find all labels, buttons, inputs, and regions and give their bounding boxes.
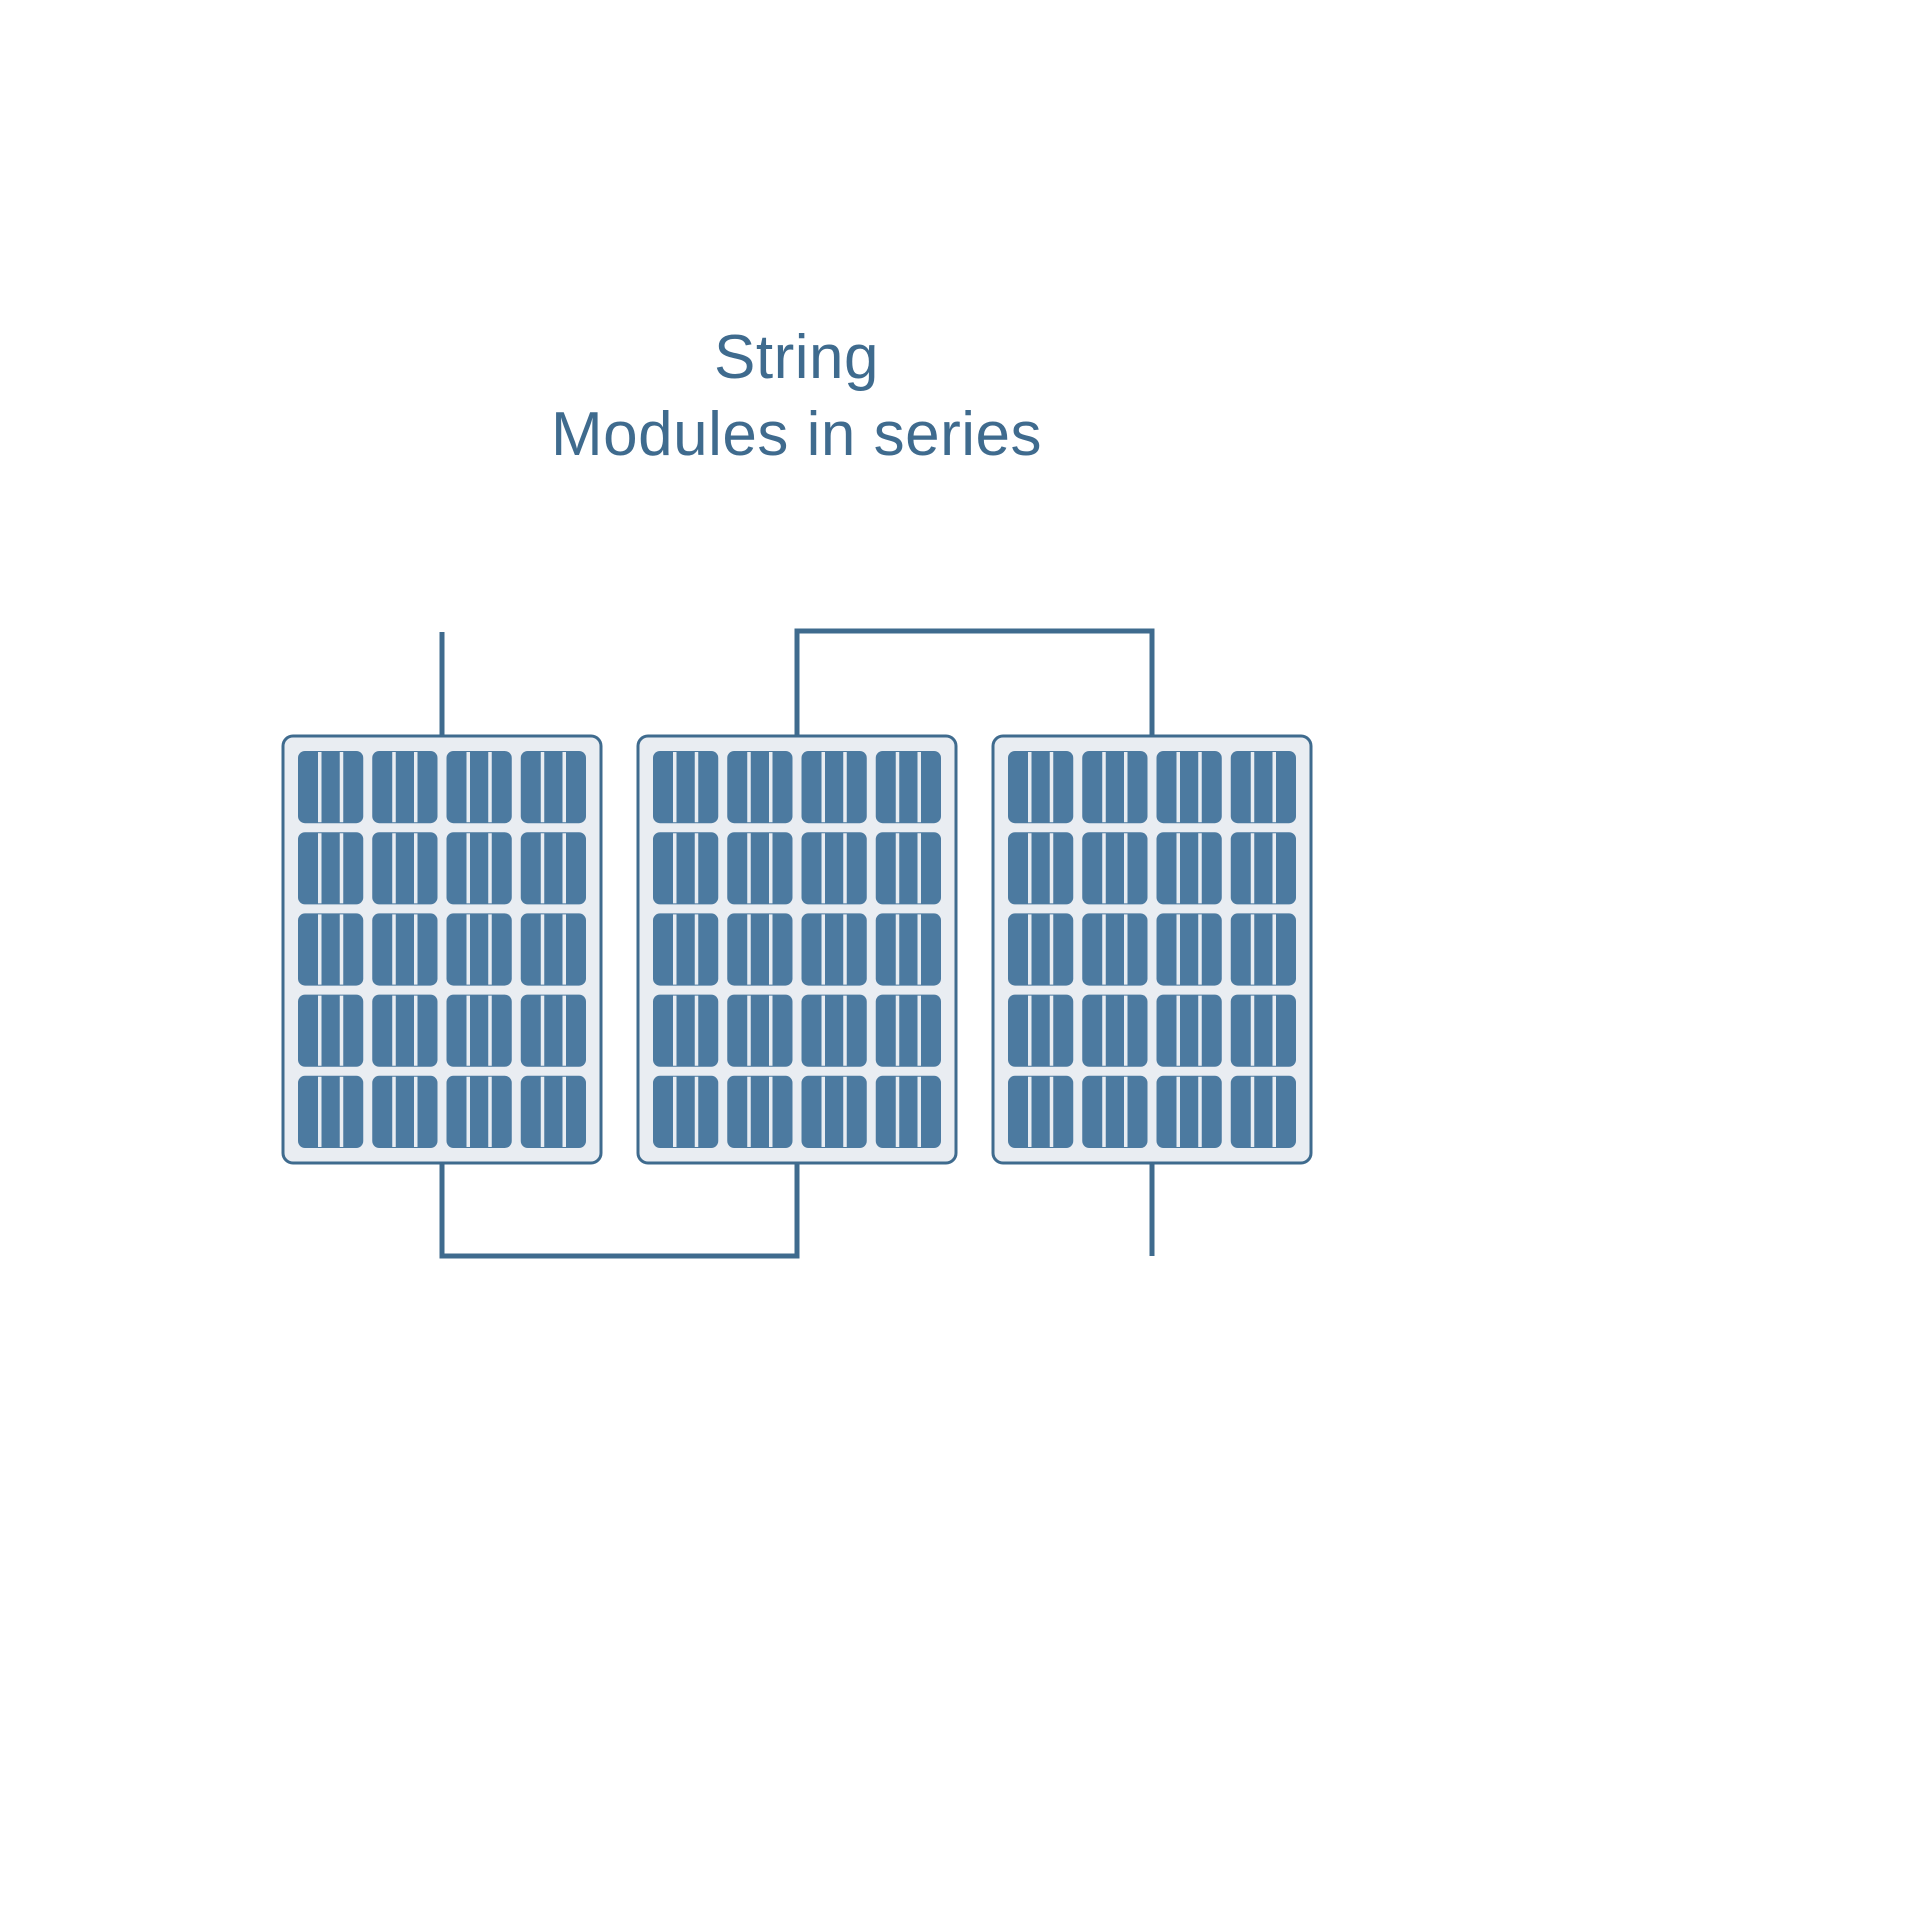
pv-cell bbox=[372, 994, 438, 1067]
pv-cell bbox=[372, 832, 438, 905]
pv-cell bbox=[801, 832, 867, 905]
pv-cell bbox=[727, 913, 793, 986]
pv-cell bbox=[1156, 994, 1222, 1067]
pv-cell bbox=[446, 913, 512, 986]
pv-cell bbox=[653, 832, 719, 905]
pv-cell bbox=[1156, 832, 1222, 905]
pv-cell bbox=[653, 994, 719, 1067]
pv-cell bbox=[875, 832, 941, 905]
pv-cell bbox=[1156, 1075, 1222, 1148]
pv-cell bbox=[1082, 913, 1148, 986]
pv-cell bbox=[298, 913, 364, 986]
pv-cell bbox=[446, 1075, 512, 1148]
pv-cell bbox=[727, 751, 793, 824]
pv-cell bbox=[298, 1075, 364, 1148]
wire-series-link-top bbox=[794, 628, 1155, 740]
pv-cell bbox=[875, 913, 941, 986]
pv-cell bbox=[372, 751, 438, 824]
pv-cell bbox=[520, 832, 586, 905]
wire-series-link-bottom bbox=[439, 1160, 800, 1259]
pv-cell bbox=[727, 832, 793, 905]
pv-cell bbox=[1230, 913, 1296, 986]
diagram-title-line-2: Modules in series bbox=[551, 399, 1042, 469]
pv-cell bbox=[372, 1075, 438, 1148]
pv-cell bbox=[1156, 913, 1222, 986]
pv-cell bbox=[1082, 994, 1148, 1067]
pv-cell bbox=[298, 832, 364, 905]
pv-cell bbox=[1008, 994, 1074, 1067]
pv-cell bbox=[1008, 832, 1074, 905]
pv-cell bbox=[1008, 1075, 1074, 1148]
pv-cell bbox=[875, 1075, 941, 1148]
pv-cell bbox=[372, 913, 438, 986]
pv-cell bbox=[801, 913, 867, 986]
pv-cell bbox=[1230, 994, 1296, 1067]
pv-cell bbox=[298, 751, 364, 824]
pv-cell bbox=[727, 994, 793, 1067]
pv-cell bbox=[1156, 751, 1222, 824]
pv-cell bbox=[446, 751, 512, 824]
diagram-title-line-1: String bbox=[714, 323, 879, 392]
pv-cell bbox=[446, 832, 512, 905]
pv-cell bbox=[653, 1075, 719, 1148]
pv-cell bbox=[801, 994, 867, 1067]
pv-cell bbox=[520, 913, 586, 986]
pv-cell bbox=[298, 994, 364, 1067]
solar-module-2 bbox=[636, 734, 958, 1165]
diagram-title: String Modules in series bbox=[0, 320, 1593, 474]
pv-cell bbox=[653, 751, 719, 824]
pv-cell bbox=[1230, 832, 1296, 905]
pv-cell bbox=[801, 751, 867, 824]
solar-module-3 bbox=[991, 734, 1313, 1165]
solar-module-1 bbox=[281, 734, 603, 1165]
pv-cell bbox=[520, 1075, 586, 1148]
pv-cell bbox=[1230, 1075, 1296, 1148]
pv-cell bbox=[1082, 1075, 1148, 1148]
pv-cell bbox=[1082, 751, 1148, 824]
pv-cell bbox=[1008, 913, 1074, 986]
pv-cell bbox=[520, 751, 586, 824]
pv-cell bbox=[1230, 751, 1296, 824]
pv-cell bbox=[1008, 751, 1074, 824]
pv-cell bbox=[520, 994, 586, 1067]
pv-cell bbox=[875, 751, 941, 824]
pv-cell bbox=[801, 1075, 867, 1148]
pv-cell bbox=[727, 1075, 793, 1148]
pv-cell bbox=[653, 913, 719, 986]
pv-cell bbox=[446, 994, 512, 1067]
pv-cell bbox=[875, 994, 941, 1067]
pv-cell bbox=[1082, 832, 1148, 905]
